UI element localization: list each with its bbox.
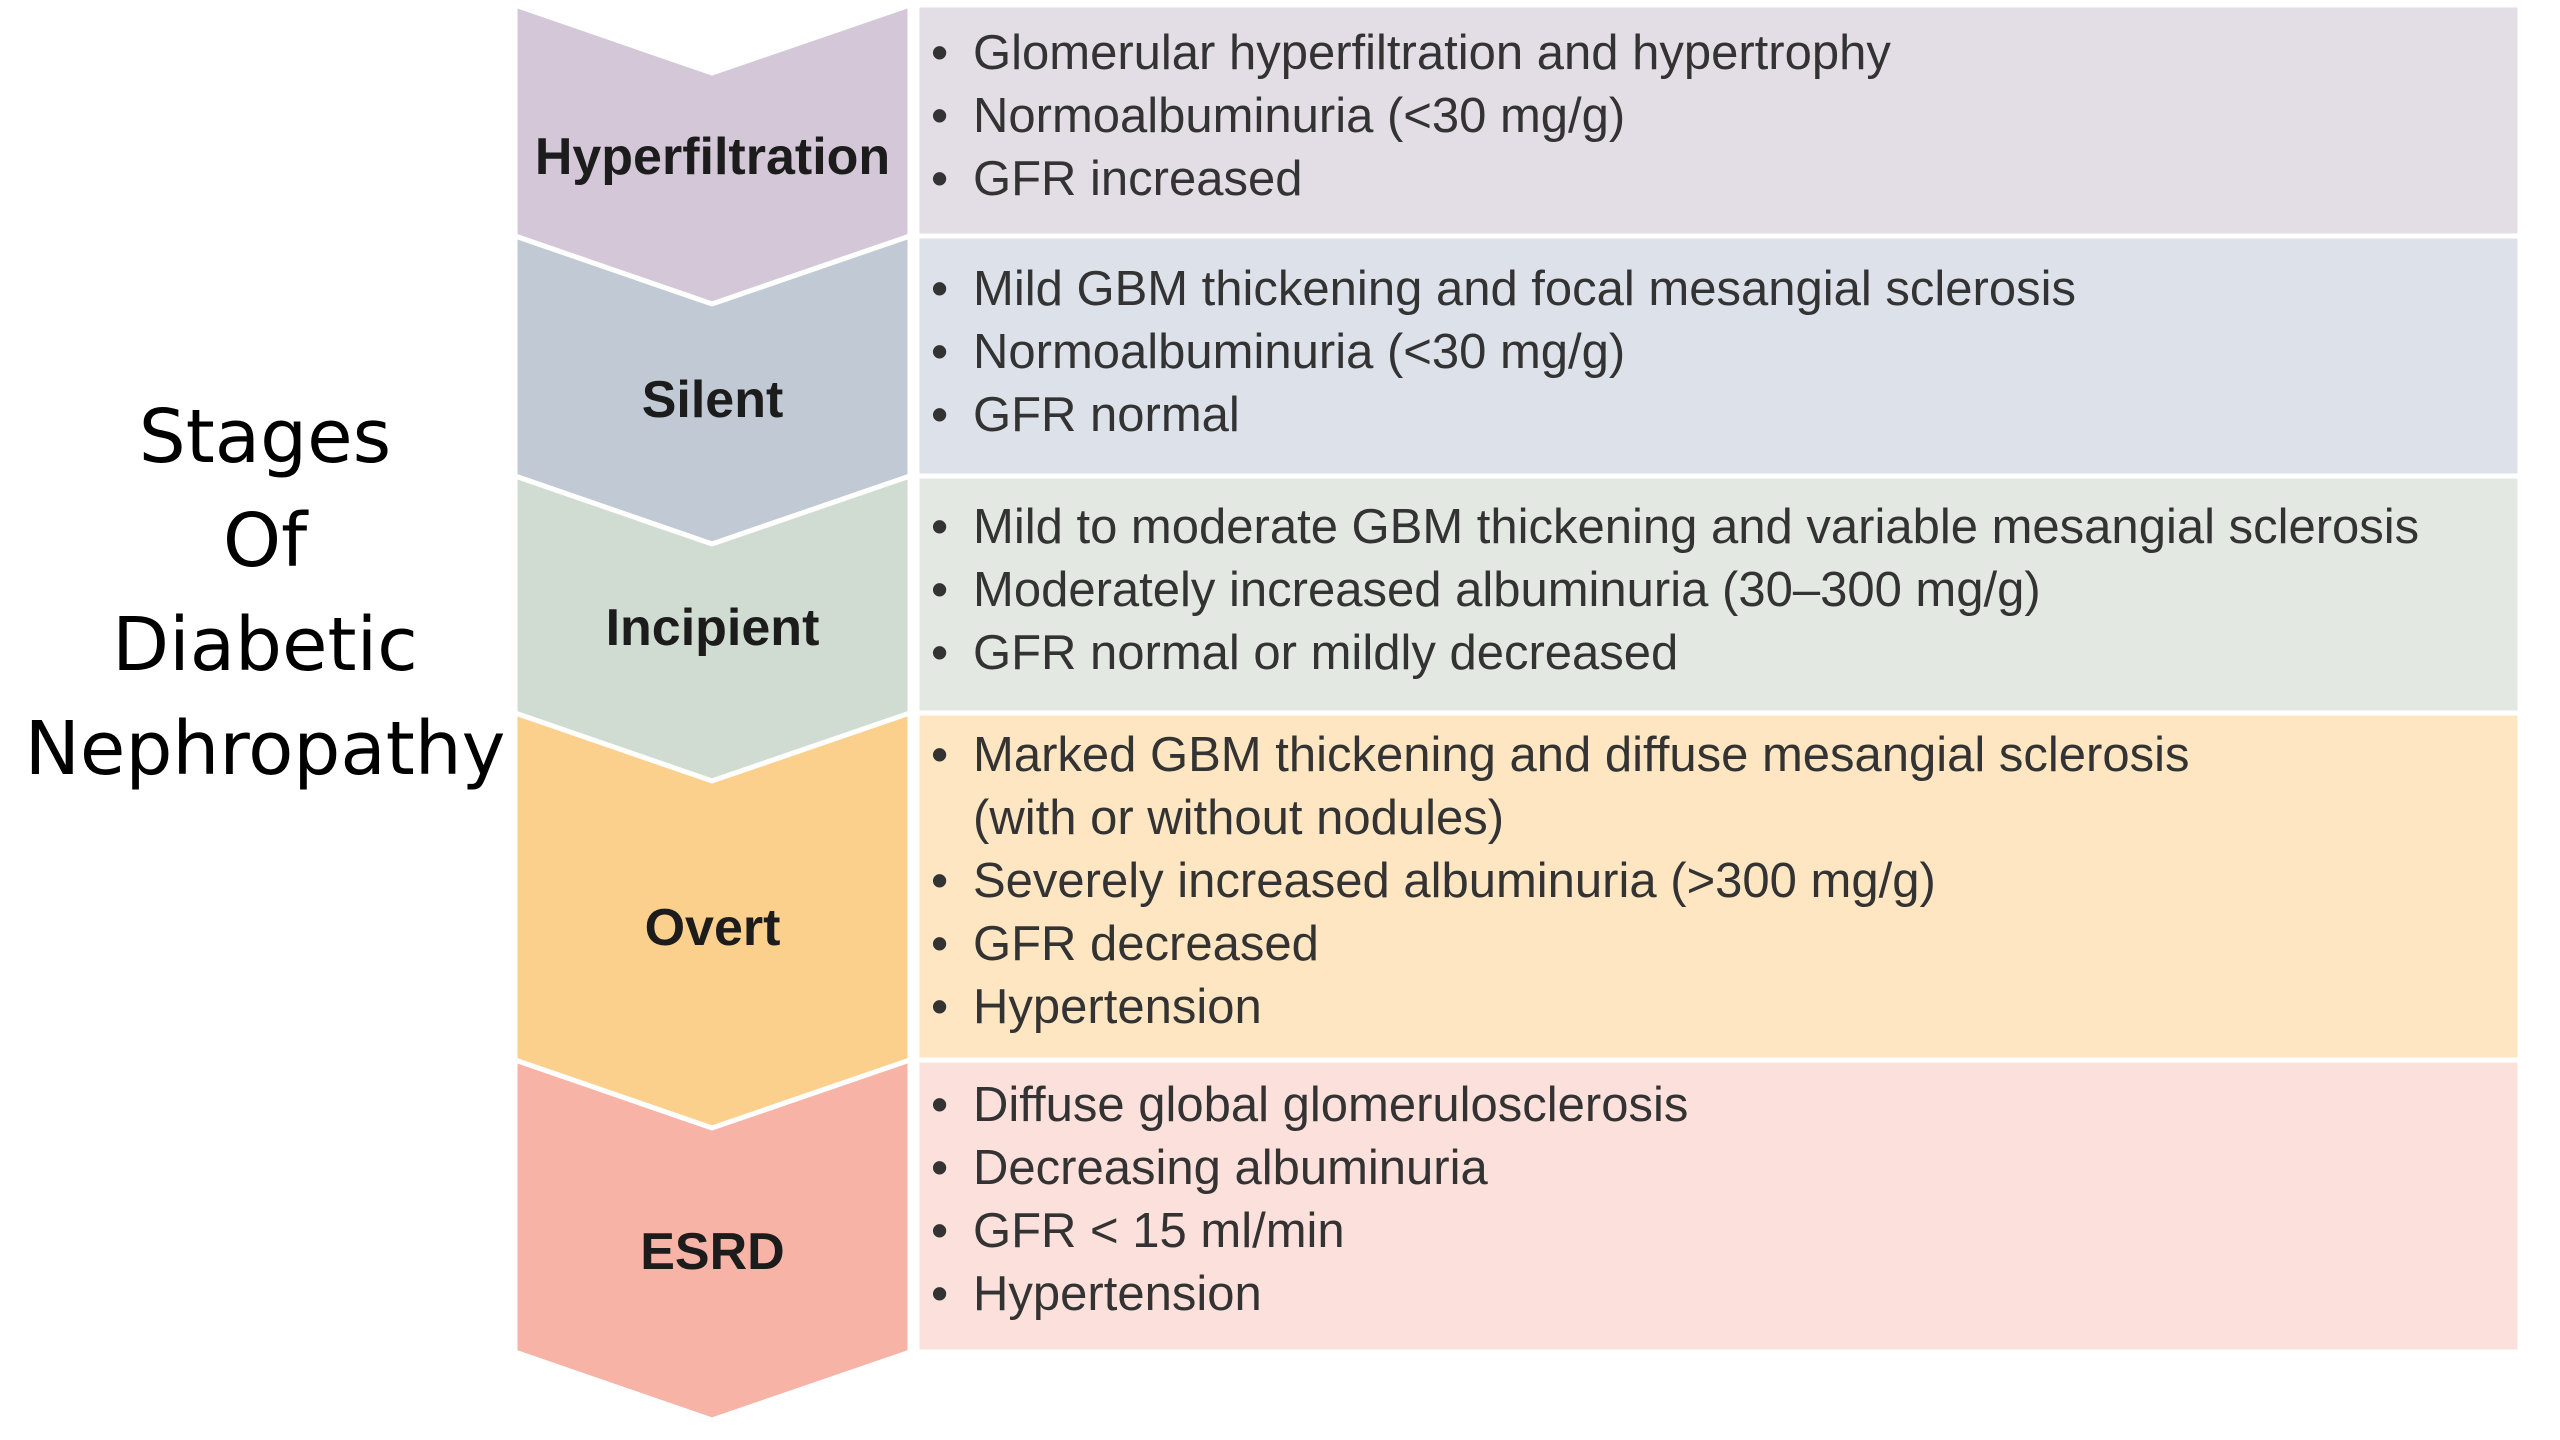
stage-bullet-list: • Marked GBM thickening and diffuse mesan… <box>931 724 2520 1039</box>
stage-bullet-list: • Mild GBM thickening and focal mesangial… <box>931 258 2520 447</box>
bullet-icon: • <box>931 152 949 206</box>
stage-chevron <box>512 1056 913 1423</box>
stage-bullet-item: • GFR normal <box>931 384 2520 447</box>
stage-label: ESRD <box>640 1223 785 1281</box>
bullet-text: Mild to moderate GBM thickening and vari… <box>973 500 2420 554</box>
stage-bullet-list: • Mild to moderate GBM thickening and var… <box>931 496 2520 685</box>
stage-bullet-item: • Glomerular hyperfiltration and hypertro… <box>931 22 2520 85</box>
title-line: Nephropathy <box>24 706 506 792</box>
stage-bullet-item: • Marked GBM thickening and diffuse mesan… <box>931 724 2520 850</box>
stage-bullet-list: • Glomerular hyperfiltration and hypertro… <box>931 22 2520 211</box>
bullet-icon: • <box>931 500 949 554</box>
stage-bullet-item: • Mild to moderate GBM thickening and var… <box>931 496 2520 559</box>
bullet-icon: • <box>931 854 949 908</box>
stage-bullet-item: • Normoalbuminuria (<30 mg/g) <box>931 321 2520 384</box>
bullet-text: Glomerular hyperfiltration and hypertrop… <box>973 26 1891 80</box>
stage-bullet-item: • GFR decreased <box>931 913 2520 976</box>
bullet-text: GFR normal <box>973 388 1240 442</box>
title-line: Stages <box>138 394 392 480</box>
title-line: Of <box>222 498 308 584</box>
stage-label: Incipient <box>605 599 820 657</box>
stage-panel-bg <box>914 2 2523 239</box>
stage-bullet-item: • Mild GBM thickening and focal mesangial… <box>931 258 2520 321</box>
bullet-text: GFR decreased <box>973 917 1319 971</box>
stage-bullet-item: • Normoalbuminuria (<30 mg/g) <box>931 85 2520 148</box>
bullet-text: Hypertension <box>973 1267 1262 1321</box>
bullet-icon: • <box>931 26 949 80</box>
bullet-text: Mild GBM thickening and focal mesangial … <box>973 262 2076 316</box>
stage-panel-bg <box>914 710 2523 1063</box>
bullet-icon: • <box>931 980 949 1034</box>
bullet-icon: • <box>931 1204 949 1258</box>
bullet-text: Hypertension <box>973 980 1262 1034</box>
bullet-icon: • <box>931 626 949 680</box>
bullet-text: Severely increased albuminuria (>300 mg/… <box>973 854 1936 908</box>
bullet-text: GFR normal or mildly decreased <box>973 626 1679 680</box>
bullet-icon: • <box>931 89 949 143</box>
bullet-icon: • <box>931 728 949 782</box>
stage-bullet-list: • Diffuse global glomerulosclerosis • Decre… <box>931 1074 2520 1326</box>
bullet-text: Moderately increased albuminuria (30–300… <box>973 563 2041 617</box>
stage-bullet-item: • Hypertension <box>931 976 2520 1039</box>
stage-bullet-item: • Severely increased albuminuria (>300 mg… <box>931 850 2520 913</box>
stage-bullet-item: • GFR increased <box>931 148 2520 211</box>
stage-bullet-item: • GFR normal or mildly decreased <box>931 622 2520 685</box>
bullet-icon: • <box>931 1267 949 1321</box>
bullet-text: Diffuse global glomerulosclerosis <box>973 1078 1689 1132</box>
bullet-icon: • <box>931 262 949 316</box>
stage-details: • Diffuse global glomerulosclerosis • Decre… <box>917 1074 2520 1326</box>
stage-label: Hyperfiltration <box>534 128 891 186</box>
stage-label: Silent <box>641 371 784 429</box>
bullet-icon: • <box>931 325 949 379</box>
bullet-icon: • <box>931 917 949 971</box>
stage-bullet-item: • Moderately increased albuminuria (30–30… <box>931 559 2520 622</box>
stage-bullet-item: • GFR < 15 ml/min <box>931 1200 2520 1263</box>
bullet-icon: • <box>931 388 949 442</box>
stage-details: • Mild GBM thickening and focal mesangial… <box>917 258 2520 447</box>
stage-bullet-item: • Hypertension <box>931 1263 2520 1326</box>
bullet-text: Normoalbuminuria (<30 mg/g) <box>973 325 1626 379</box>
stage-details: • Marked GBM thickening and diffuse mesan… <box>917 724 2520 1039</box>
bullet-text: GFR increased <box>973 152 1303 206</box>
bullet-text: Normoalbuminuria (<30 mg/g) <box>973 89 1626 143</box>
stage-label: Overt <box>644 899 781 957</box>
stage-bullet-item: • Diffuse global glomerulosclerosis <box>931 1074 2520 1137</box>
bullet-text: Decreasing albuminuria <box>973 1141 1488 1195</box>
bullet-icon: • <box>931 1141 949 1195</box>
stage-details: • Glomerular hyperfiltration and hypertro… <box>917 22 2520 211</box>
bullet-icon: • <box>931 1078 949 1132</box>
bullet-text: GFR < 15 ml/min <box>973 1204 1345 1258</box>
bullet-icon: • <box>931 563 949 617</box>
diagram-title: Stages Of Diabetic Nephropathy <box>20 385 510 801</box>
bullet-text: (with or without nodules) <box>973 791 1505 845</box>
bullet-text: Marked GBM thickening and diffuse mesang… <box>973 728 2190 782</box>
title-line: Diabetic <box>112 602 418 688</box>
stage-bullet-item: • Decreasing albuminuria <box>931 1137 2520 1200</box>
stage-panel-bg <box>914 233 2523 479</box>
stage-details: • Mild to moderate GBM thickening and var… <box>917 496 2520 685</box>
stage-panel-bg <box>914 473 2523 716</box>
stage-panel-bg <box>914 1057 2523 1355</box>
